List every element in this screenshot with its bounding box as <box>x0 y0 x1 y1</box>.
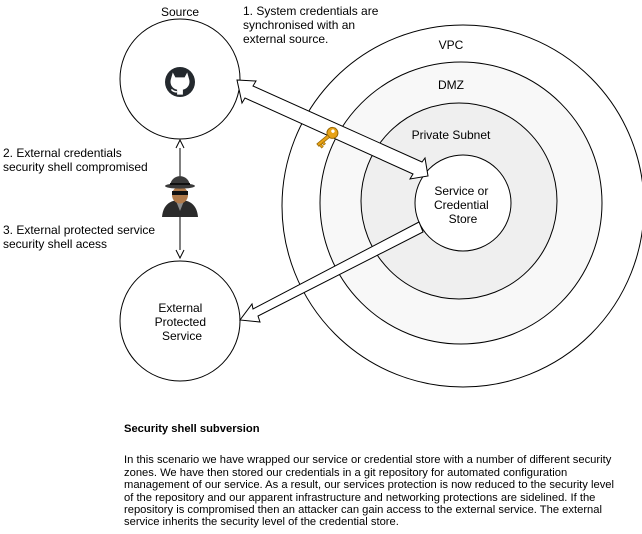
note-1: 1. System credentials are synchronised w… <box>243 4 382 46</box>
dmz-label: DMZ <box>438 78 464 92</box>
credential-store-label: Service or Credential Store <box>434 184 492 226</box>
hacker-icon <box>160 176 200 217</box>
access-arrow <box>239 221 424 323</box>
vpc-label: VPC <box>439 38 464 52</box>
source-label: Source <box>161 5 199 19</box>
external-service-node <box>119 260 241 382</box>
caption-title: Security shell subversion <box>124 423 260 435</box>
key-icon <box>316 126 339 149</box>
note-3: 3. External protected service security s… <box>3 223 158 251</box>
security-shell-diagram: VPC DMZ Private Subnet Service or Creden… <box>3 4 642 388</box>
github-icon <box>165 67 195 97</box>
compromise-arrowhead-down <box>175 249 185 260</box>
caption: Security shell subversion In this scenar… <box>124 423 624 529</box>
private-subnet-label: Private Subnet <box>412 128 491 142</box>
credential-store-node <box>414 154 512 252</box>
external-service-label: External Protected Service <box>155 301 210 343</box>
note-2: 2. External credentials security shell c… <box>3 146 148 174</box>
caption-body: In this scenario we have wrapped our ser… <box>124 454 614 529</box>
compromise-arrowhead-up <box>175 138 185 149</box>
